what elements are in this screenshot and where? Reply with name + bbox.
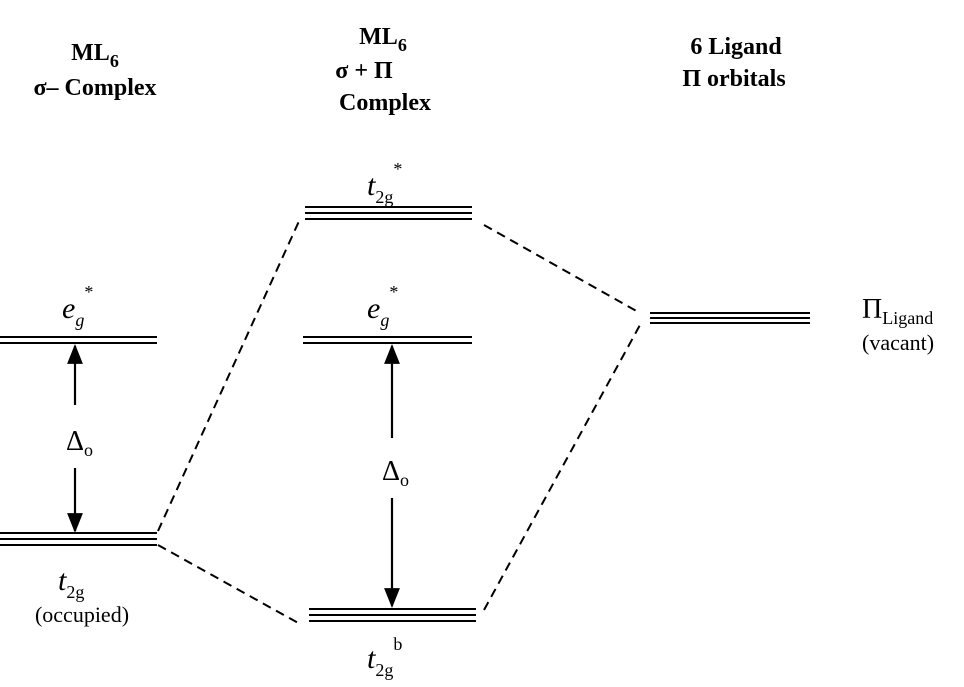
svg-text:ML6: ML6 — [71, 40, 119, 71]
svg-text:ML6: ML6 — [359, 24, 407, 55]
level-pi-t2g-bonding — [309, 608, 476, 622]
svg-text:Complex: Complex — [339, 90, 431, 116]
label-pi-t2g-bonding: t2gb — [367, 634, 402, 680]
label-pi-t2g-star: t2g* — [367, 159, 402, 207]
level-ligand-pi — [650, 312, 810, 324]
svg-text:6 Ligand: 6 Ligand — [690, 34, 782, 60]
label-sigma-t2g-note: (occupied) — [35, 602, 129, 627]
level-pi-t2g-star — [305, 206, 472, 220]
svg-text:Π orbitals: Π orbitals — [682, 66, 785, 92]
header-ligand-orbitals: 6 Ligand Π orbitals — [682, 34, 785, 92]
level-sigma-t2g — [0, 532, 157, 546]
correlation-line — [157, 544, 301, 625]
header-sigma-complex: ML6 σ– Complex — [33, 40, 156, 101]
correlation-line — [483, 224, 641, 314]
delta-o-sigma-label: Δo — [66, 426, 93, 460]
correlation-line — [483, 324, 641, 611]
label-ligand-pi-note: (vacant) — [862, 330, 934, 355]
svg-text:σ– Complex: σ– Complex — [33, 75, 156, 101]
label-ligand-pi: ΠLigand — [862, 294, 933, 328]
correlation-line — [157, 218, 301, 532]
label-sigma-eg-star: eg* — [62, 282, 93, 330]
svg-text:σ + Π: σ + Π — [335, 58, 393, 84]
header-sigma-pi-complex: ML6 σ + Π Complex — [335, 24, 431, 116]
label-sigma-t2g: t2g — [58, 564, 84, 602]
delta-o-pi-label: Δo — [382, 456, 409, 490]
level-pi-eg-star — [303, 336, 472, 344]
label-pi-eg-star: eg* — [367, 282, 398, 330]
level-sigma-eg-star — [0, 336, 157, 344]
